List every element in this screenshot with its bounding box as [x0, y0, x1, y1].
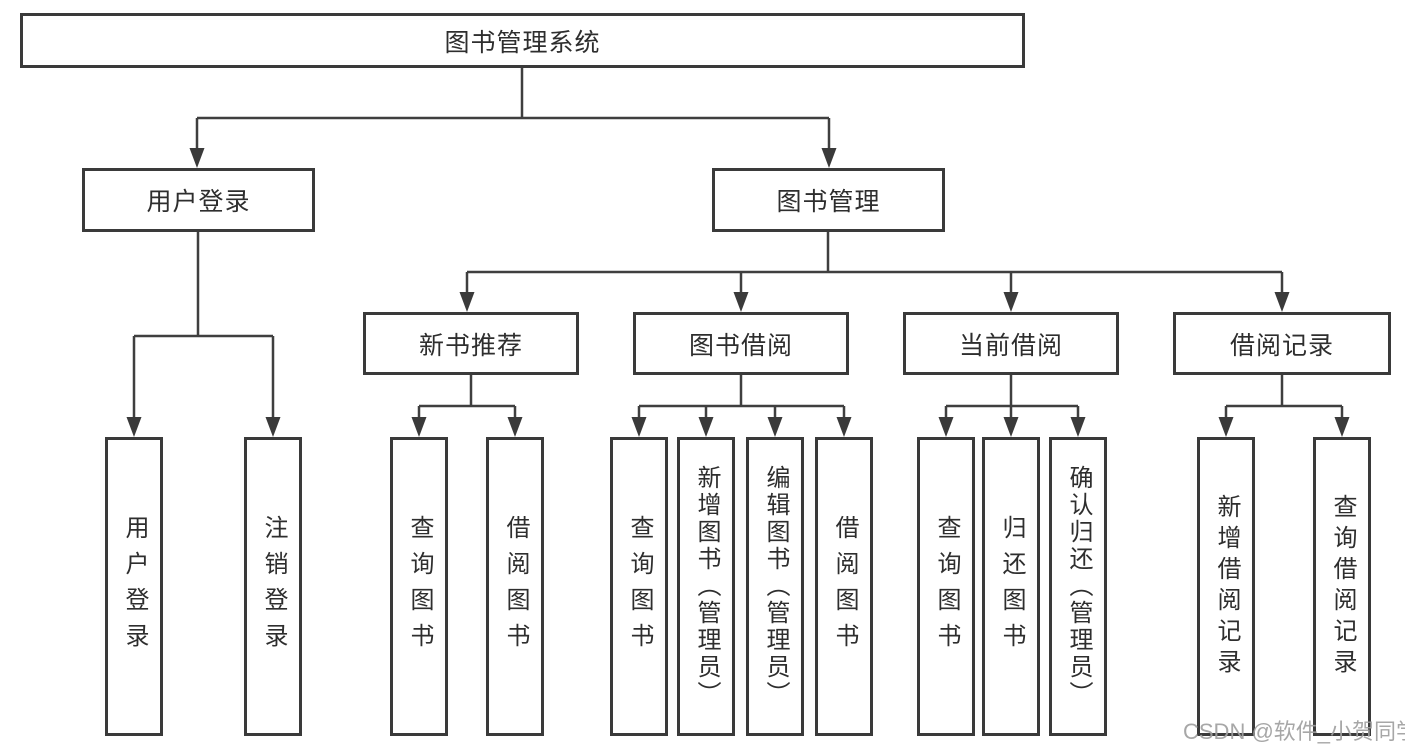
csdn-watermark: CSDN @软件_小贺同学	[1183, 719, 1405, 744]
leaf-logout: 注销登录	[244, 437, 302, 736]
leaf-query-books-current: 查询图书	[917, 437, 975, 736]
leaf-borrow-books: 借阅图书	[815, 437, 873, 736]
node-book-management: 图书管理	[712, 168, 945, 232]
node-user-login: 用户登录	[82, 168, 315, 232]
leaf-return-book: 归还图书	[982, 437, 1040, 736]
node-current-borrow: 当前借阅	[903, 312, 1119, 375]
leaf-user-login: 用户登录	[105, 437, 163, 736]
node-borrow-records: 借阅记录	[1173, 312, 1391, 375]
leaf-query-books-borrow: 查询图书	[610, 437, 668, 736]
leaf-query-borrow-record: 查询借阅记录	[1313, 437, 1371, 736]
leaf-borrow-books-recommend: 借阅图书	[486, 437, 544, 736]
node-new-book-recommend: 新书推荐	[363, 312, 579, 375]
leaf-add-borrow-record: 新增借阅记录	[1197, 437, 1255, 736]
leaf-edit-book-admin: 编辑图书（管理员）	[746, 437, 804, 736]
leaf-add-book-admin: 新增图书（管理员）	[677, 437, 735, 736]
node-root: 图书管理系统	[20, 13, 1025, 68]
leaf-confirm-return-admin: 确认归还（管理员）	[1049, 437, 1107, 736]
leaf-query-books-recommend: 查询图书	[390, 437, 448, 736]
node-book-borrow: 图书借阅	[633, 312, 849, 375]
